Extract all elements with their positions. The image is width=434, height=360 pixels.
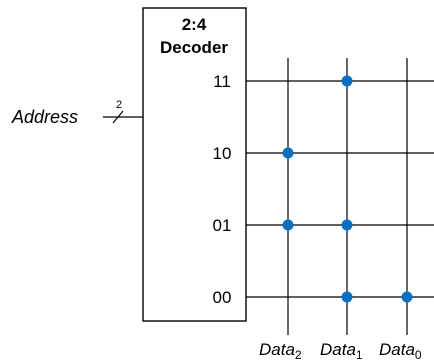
bit-dot-00-data0 — [401, 291, 413, 303]
decoder-title-line1: 2:4 — [182, 15, 207, 34]
address-label: Address — [11, 107, 78, 127]
output-label-10: 10 — [213, 144, 232, 163]
data2-label: Data2 — [259, 340, 302, 360]
bit-dot-10-data2 — [282, 147, 294, 159]
bit-dot-01-data1 — [341, 219, 353, 231]
bit-dot-01-data2 — [282, 219, 294, 231]
bus-width-slash — [112, 110, 124, 124]
output-label-11: 11 — [213, 72, 231, 91]
data1-label: Data1 — [320, 340, 363, 360]
output-label-00: 00 — [213, 288, 232, 307]
decoder-title-line2: Decoder — [160, 38, 228, 57]
stored-bit-dots — [282, 75, 413, 303]
bit-dot-00-data1 — [341, 291, 353, 303]
decoder-box — [142, 7, 247, 322]
output-label-01: 01 — [213, 216, 232, 235]
bit-dot-11-data1 — [341, 75, 353, 87]
data0-label: Data0 — [379, 340, 422, 360]
bus-width-label: 2 — [116, 99, 122, 111]
